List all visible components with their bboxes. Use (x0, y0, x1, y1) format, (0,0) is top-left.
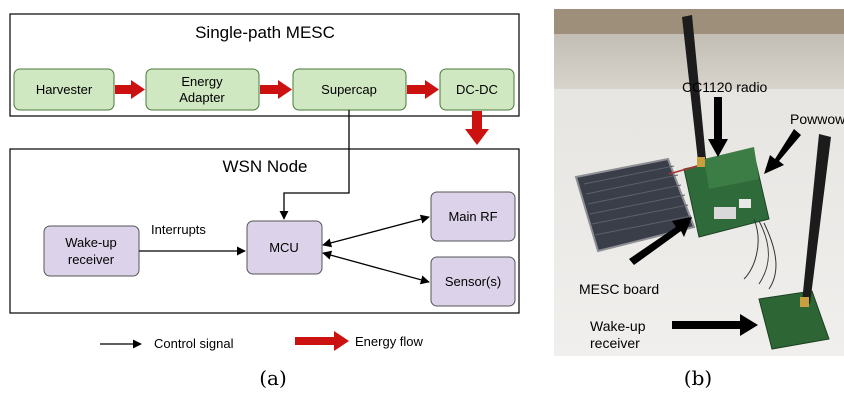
control-mcu-sensors (322, 250, 430, 285)
energy-flow-arrows (115, 80, 489, 145)
arrow-mesc-board (629, 217, 692, 265)
wakeup-receiver-block: Wake-up receiver (43, 225, 140, 277)
mcu-label: MCU (269, 240, 299, 255)
legend-energy-label: Energy flow (355, 334, 424, 349)
label-wakeup-2: receiver (590, 335, 640, 351)
panel-a: Single-path MESC Harvester Energy Adapte… (9, 13, 520, 390)
control-supercap-to-mcu (279, 110, 350, 220)
sensors-label: Sensor(s) (445, 274, 501, 289)
legend-control-label: Control signal (154, 336, 234, 351)
label-cc1120: CC1120 radio (682, 79, 768, 95)
supercap-label: Supercap (321, 82, 377, 97)
legend: Control signal Energy flow (100, 331, 424, 351)
energy-arrow-dcdc-node (465, 111, 489, 145)
dcdc-block: DC-DC (439, 68, 515, 111)
arrow-powwow (764, 129, 801, 174)
energy-adapter-label-1: Energy (181, 74, 223, 89)
label-powwow: Powwow (790, 111, 844, 127)
caption-a: (a) (259, 366, 287, 390)
caption-b: (b) (684, 366, 712, 390)
panel-b: CC1120 radio Powwow MESC board Wake-up r… (554, 9, 844, 390)
interrupts-label: Interrupts (151, 222, 206, 237)
energy-adapter-block: Energy Adapter (145, 68, 260, 111)
energy-arrow-adapter-supercap (260, 80, 292, 99)
mesc-title: Single-path MESC (195, 23, 335, 42)
photo: CC1120 radio Powwow MESC board Wake-up r… (554, 9, 844, 356)
main-rf-label: Main RF (448, 209, 497, 224)
sensors-block: Sensor(s) (430, 256, 516, 307)
antenna-1 (682, 15, 706, 161)
harvester-block: Harvester (13, 68, 115, 111)
control-arrows (139, 110, 430, 285)
wakeup-board (758, 290, 830, 350)
energy-adapter-label-2: Adapter (179, 90, 225, 105)
antenna-2 (802, 134, 831, 304)
main-rf-block: Main RF (430, 191, 516, 242)
supercap-block: Supercap (292, 68, 407, 111)
label-wakeup-1: Wake-up (590, 318, 646, 334)
dcdc-label: DC-DC (456, 82, 498, 97)
arrow-wakeup (672, 314, 758, 336)
wsn-node-title: WSN Node (222, 157, 307, 176)
energy-arrow-harvester-adapter (115, 80, 145, 99)
wakeup-label-1: Wake-up (65, 235, 117, 250)
control-mcu-mainrf (322, 214, 430, 248)
wakeup-label-2: receiver (68, 252, 115, 267)
label-mesc-board: MESC board (579, 281, 659, 297)
mcu-block: MCU (246, 220, 323, 275)
arrow-cc1120 (708, 97, 728, 157)
harvester-label: Harvester (36, 82, 93, 97)
legend-energy-arrow (295, 331, 349, 351)
energy-arrow-supercap-dcdc (407, 80, 439, 99)
